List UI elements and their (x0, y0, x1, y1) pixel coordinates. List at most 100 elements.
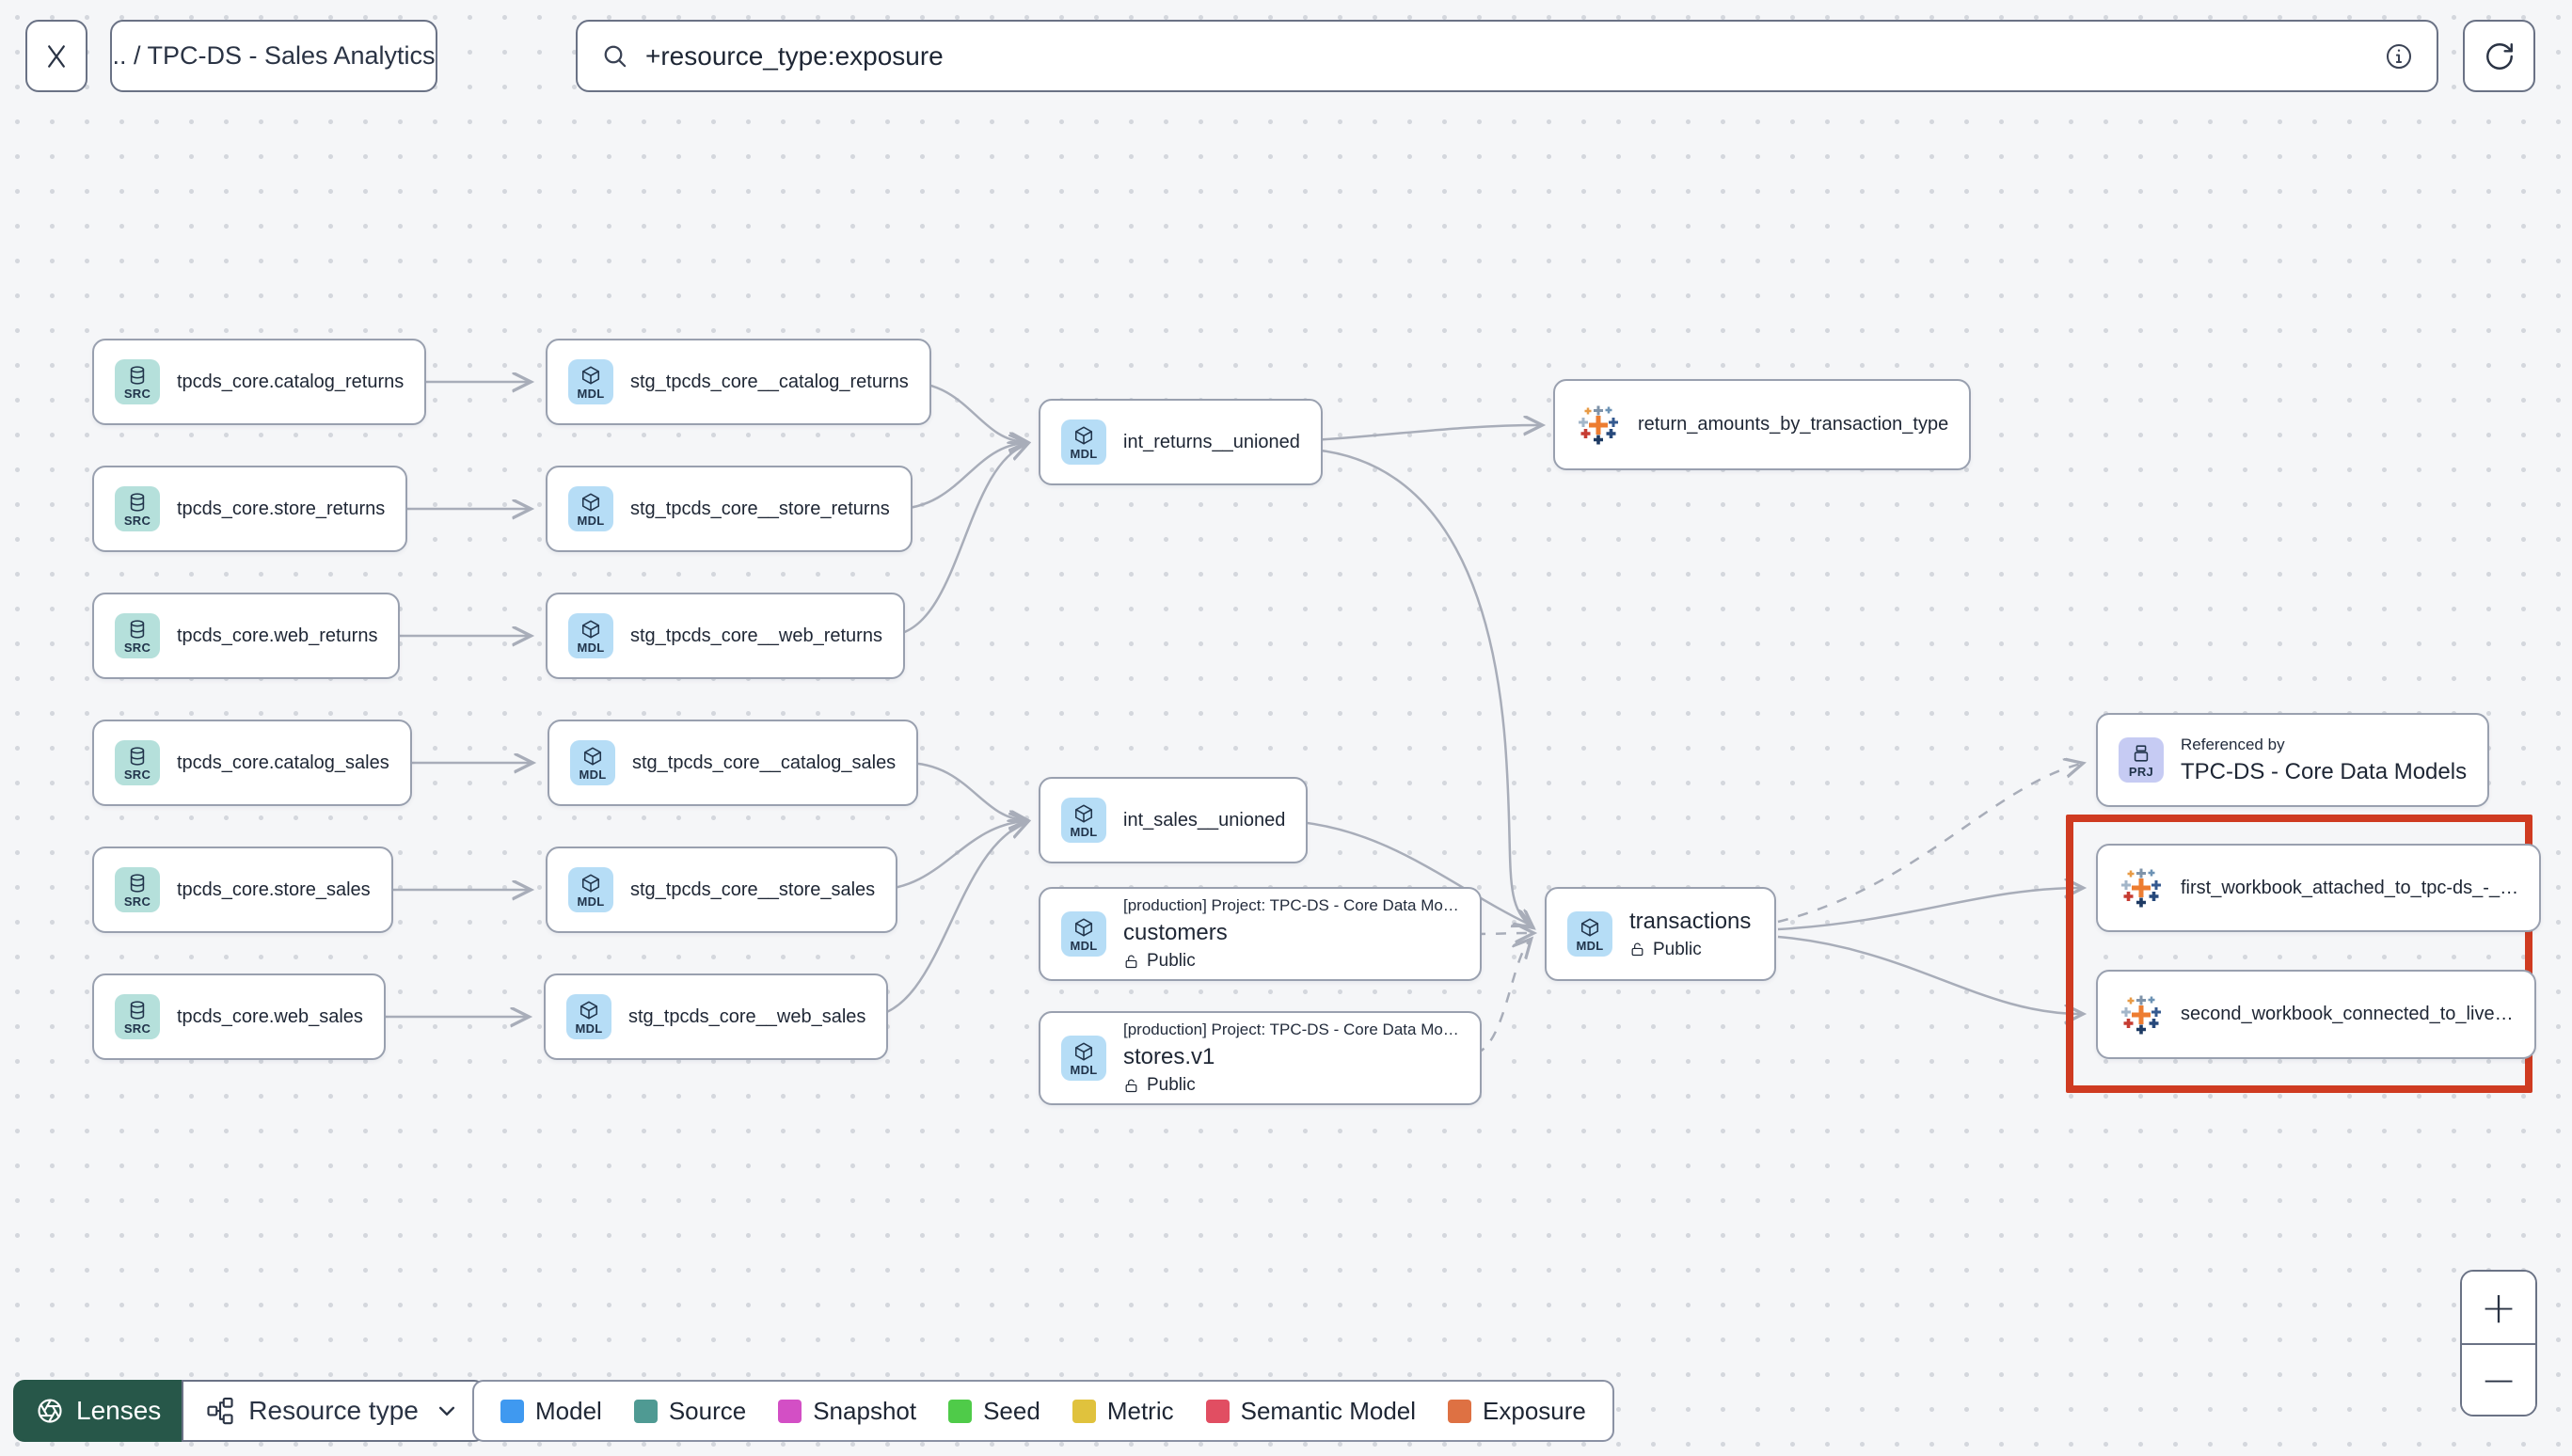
cube-icon (1074, 426, 1093, 444)
node-src-tpcds-core-store-returns[interactable]: SRC tpcds_core.store_returns (92, 466, 408, 552)
legend-item-snapshot: Snapshot (778, 1397, 916, 1426)
legend-label: Semantic Model (1240, 1396, 1417, 1425)
search-input[interactable] (645, 40, 2369, 71)
node-title: stores.v1 (1123, 1044, 1215, 1069)
source-badge: SRC (115, 486, 160, 531)
node-title: tpcds_core.store_returns (177, 498, 386, 519)
close-button[interactable] (25, 20, 87, 92)
node-int-sales-unioned[interactable]: MDL int_sales__unioned (1039, 777, 1309, 863)
search-bar (576, 20, 2438, 92)
node-title: tpcds_core.web_returns (177, 625, 378, 646)
legend-label: Snapshot (813, 1396, 917, 1425)
lineage-edge-17 (1777, 764, 2081, 924)
badge-label: SRC (123, 894, 151, 909)
badge-label: MDL (577, 894, 605, 909)
node-text: tpcds_core.catalog_returns (177, 372, 404, 393)
database-icon (130, 873, 145, 893)
node-title: stg_tpcds_core__catalog_sales (632, 752, 897, 773)
lock-open-icon (1631, 942, 1643, 957)
tableau-icon (1576, 403, 1621, 448)
breadcrumb[interactable]: .. / TPC-DS - Sales Analytics (110, 20, 437, 92)
cube-icon (583, 747, 602, 765)
cube-icon (581, 874, 600, 892)
node-title: int_sales__unioned (1123, 809, 1286, 831)
legend-item-source: Source (633, 1397, 746, 1426)
source-badge: SRC (115, 994, 160, 1039)
legend-swatch (1205, 1399, 1230, 1423)
node-text: tpcds_core.store_returns (177, 499, 385, 520)
cube-icon (581, 493, 600, 511)
node-stores-v1[interactable]: MDL[production] Project: TPC-DS - Core D… (1039, 1011, 1482, 1105)
model-badge: MDL (1567, 911, 1612, 957)
tableau-icon (2121, 995, 2161, 1034)
info-icon[interactable] (2384, 41, 2414, 71)
node-src-tpcds-core-web-returns[interactable]: SRC tpcds_core.web_returns (92, 593, 401, 679)
lineage-edge-15 (1474, 933, 1532, 934)
lens-controls: Lenses Resource type (13, 1380, 485, 1442)
refresh-button[interactable] (2463, 20, 2535, 92)
resource-type-dropdown[interactable]: Resource type (182, 1380, 485, 1442)
lineage-edge-9 (904, 761, 1025, 820)
tableau-icon (2119, 865, 2164, 910)
lineage-edge-14 (1298, 820, 1530, 925)
node-title: TPC-DS - Core Data Models (2181, 758, 2468, 784)
node-title: stg_tpcds_core__web_returns (630, 625, 882, 646)
legend-item-exposure: Exposure (1448, 1397, 1586, 1426)
node-second-workbook[interactable]: second_workbook_connected_to_live… (2096, 970, 2536, 1059)
lineage-edge-12 (1312, 425, 1540, 442)
node-text: return_amounts_by_transaction_type (1638, 414, 1948, 435)
lenses-label: Lenses (76, 1396, 162, 1425)
node-title: tpcds_core.catalog_sales (177, 752, 389, 773)
source-badge: SRC (115, 740, 160, 785)
refresh-icon (2485, 42, 2513, 70)
database-icon (130, 746, 145, 766)
zoom-in-button[interactable]: + (2462, 1272, 2535, 1343)
node-text: int_sales__unioned (1123, 810, 1285, 831)
node-text: tpcds_core.web_returns (177, 625, 377, 647)
node-header: Referenced by (2181, 735, 2285, 753)
lineage-edge-11 (865, 823, 1025, 1019)
node-header: [production] Project: TPC-DS - Core Data… (1123, 1021, 1459, 1038)
node-referenced-by-tpc-ds-core-data-models[interactable]: PRJ Referenced by TPC-DS - Core Data Model… (2096, 713, 2490, 807)
project-badge: PRJ (2119, 737, 2164, 783)
source-badge: SRC (115, 867, 160, 912)
aperture-icon (38, 1399, 62, 1423)
node-stg-tpcds-core-catalog-sales[interactable]: MDL stg_tpcds_core__catalog_sales (548, 720, 919, 806)
badge-label: SRC (123, 640, 151, 655)
node-title: second_workbook_connected_to_live… (2181, 1004, 2514, 1024)
node-return-amounts-by-transaction-type[interactable]: return_amounts_by_transaction_type (1553, 379, 1972, 470)
zoom-out-button[interactable]: − (2462, 1343, 2535, 1415)
model-badge: MDL (568, 359, 613, 404)
legend-item-seed: Seed (948, 1397, 1040, 1426)
badge-label: MDL (1576, 938, 1604, 953)
legend-item-model: Model (500, 1397, 602, 1426)
node-customers[interactable]: MDL[production] Project: TPC-DS - Core D… (1039, 887, 1482, 981)
node-text: second_workbook_connected_to_live… (2181, 1004, 2514, 1025)
access-label: Public (1147, 951, 1196, 971)
node-text: int_returns__unioned (1123, 432, 1300, 453)
hierarchy-icon (207, 1397, 233, 1425)
model-badge: MDL (1061, 798, 1106, 843)
model-badge: MDL (566, 994, 611, 1039)
zoom-controls: + − (2460, 1270, 2537, 1416)
node-text: first_workbook_attached_to_tpc-ds_-_… (2181, 878, 2518, 899)
badge-label: MDL (579, 767, 607, 782)
tableau-icon (2119, 992, 2164, 1037)
node-first-workbook[interactable]: first_workbook_attached_to_tpc-ds_-_… (2096, 844, 2542, 932)
badge-label: SRC (123, 513, 151, 528)
database-icon (130, 492, 145, 512)
node-src-tpcds-core-catalog-sales[interactable]: SRC tpcds_core.catalog_sales (92, 720, 412, 806)
badge-label: MDL (577, 386, 605, 401)
lenses-button[interactable]: Lenses (13, 1380, 184, 1442)
